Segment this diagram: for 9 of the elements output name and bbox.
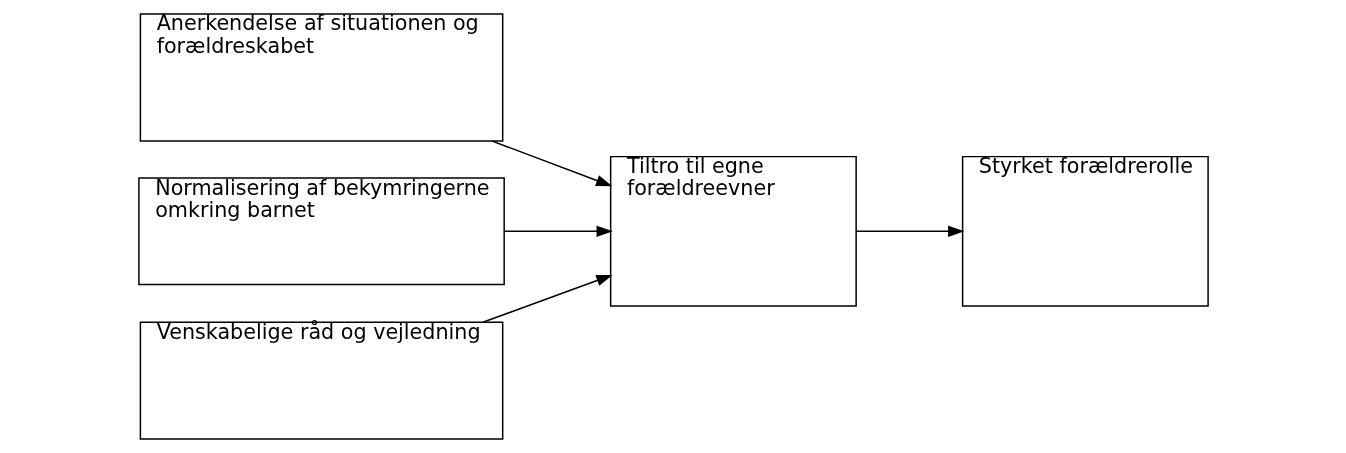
node-box: Normalisering af bekymringerne omkring barnet xyxy=(137,177,505,286)
arrow xyxy=(855,225,964,237)
node-box: Tiltro til egne forældreevner xyxy=(609,155,857,307)
node-box: Anerkendelse af situationen og forældreskabet xyxy=(139,13,503,142)
arrow xyxy=(491,140,612,187)
arrow xyxy=(482,274,613,323)
node-box: Styrket forældrerolle xyxy=(961,155,1209,307)
arrow xyxy=(503,225,613,237)
node-box: Venskabelige råd og vejledning xyxy=(139,321,503,440)
